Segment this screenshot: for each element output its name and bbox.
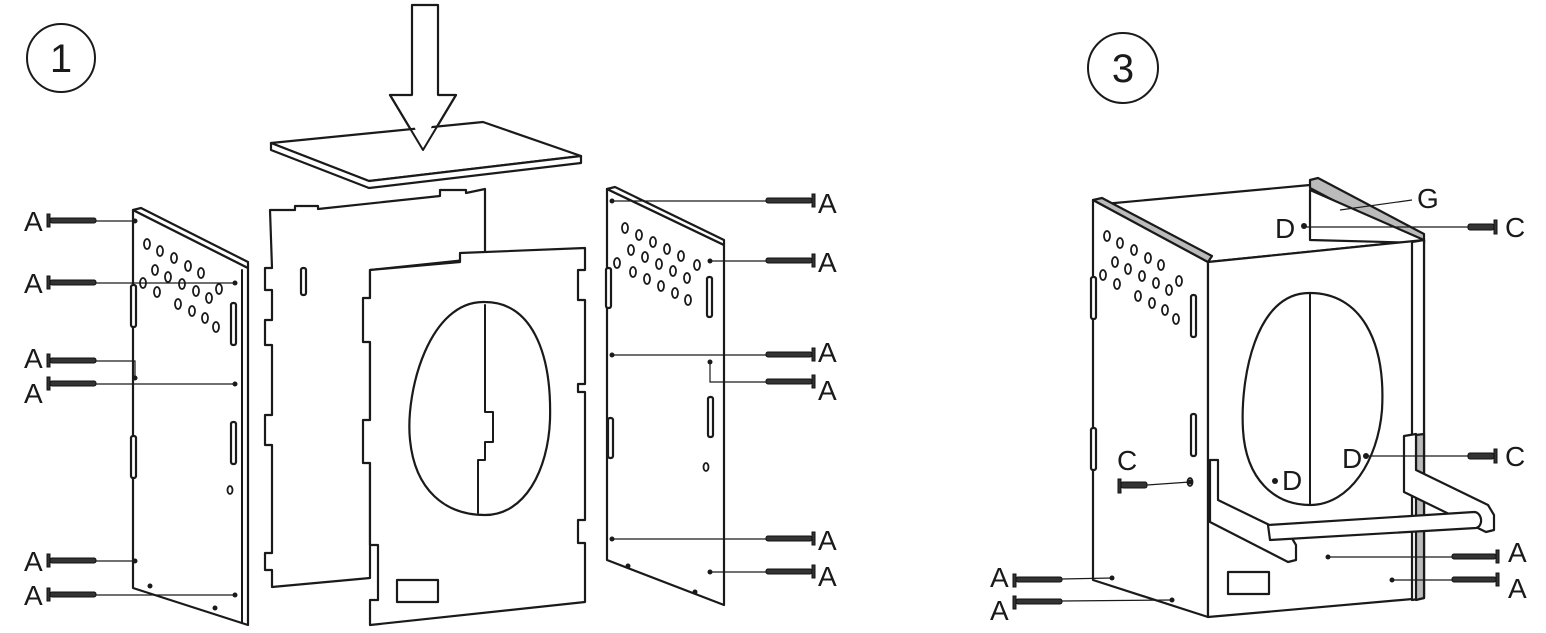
screw-c-2 <box>1366 448 1498 464</box>
label-a: A <box>24 546 43 577</box>
label-d: D <box>1342 443 1362 474</box>
screw-a-7 <box>612 193 816 208</box>
screw-a-11 <box>612 531 816 546</box>
label-c: C <box>1505 441 1525 472</box>
screw-a-12 <box>710 564 816 579</box>
screw-a-5 <box>46 553 135 568</box>
screw-c-3 <box>1117 478 1191 494</box>
label-a: A <box>24 268 43 299</box>
labels-a-right: A A A A A A <box>818 188 837 592</box>
step-1-badge: 1 <box>26 23 96 93</box>
screws-left <box>46 213 235 602</box>
label-a: A <box>818 188 837 219</box>
label-a: A <box>990 595 1009 626</box>
label-a: A <box>24 343 43 374</box>
label-a: A <box>24 378 43 409</box>
screw-a-16 <box>1012 595 1173 610</box>
screw-a-15 <box>1012 573 1113 588</box>
screws-right <box>612 193 816 579</box>
label-a: A <box>818 525 837 556</box>
label-a: A <box>818 561 837 592</box>
label-a: A <box>818 337 837 368</box>
screw-a-14 <box>1392 572 1500 587</box>
label-a: A <box>1508 537 1527 568</box>
label-c: C <box>1117 445 1137 476</box>
label-d: D <box>1275 213 1295 244</box>
step-1-number: 1 <box>50 37 72 81</box>
right-side-panel <box>604 185 726 607</box>
label-c: C <box>1505 212 1525 243</box>
screw-a-9 <box>612 347 816 362</box>
screw-a-2 <box>46 275 235 290</box>
step-3-number: 3 <box>1112 47 1134 91</box>
screw-a-13 <box>1328 549 1500 564</box>
left-side-panel <box>129 206 250 627</box>
screw-c-1 <box>1304 219 1498 235</box>
screw-a-4 <box>46 376 235 391</box>
screw-a-10 <box>709 362 816 389</box>
back-panel <box>263 187 487 589</box>
screw-a-6 <box>46 587 235 602</box>
label-a: A <box>818 247 837 278</box>
labels-step3: G D C D C C D A A A A <box>990 183 1527 626</box>
label-a: A <box>818 375 837 406</box>
front-panel <box>361 246 587 627</box>
top-board <box>269 120 583 190</box>
label-a: A <box>1508 573 1527 604</box>
step3-screws <box>1012 199 1500 610</box>
assembled-box <box>1089 176 1496 619</box>
labels-a-left: A A A A A A <box>24 206 43 611</box>
label-g: G <box>1417 183 1439 214</box>
label-d: D <box>1282 465 1302 496</box>
step-3-badge: 3 <box>1087 32 1159 104</box>
label-a: A <box>990 562 1009 593</box>
screw-a-8 <box>710 253 816 268</box>
screw-a-3 <box>46 353 136 378</box>
label-a: A <box>24 206 43 237</box>
label-a: A <box>24 580 43 611</box>
screw-a-1 <box>46 213 135 228</box>
